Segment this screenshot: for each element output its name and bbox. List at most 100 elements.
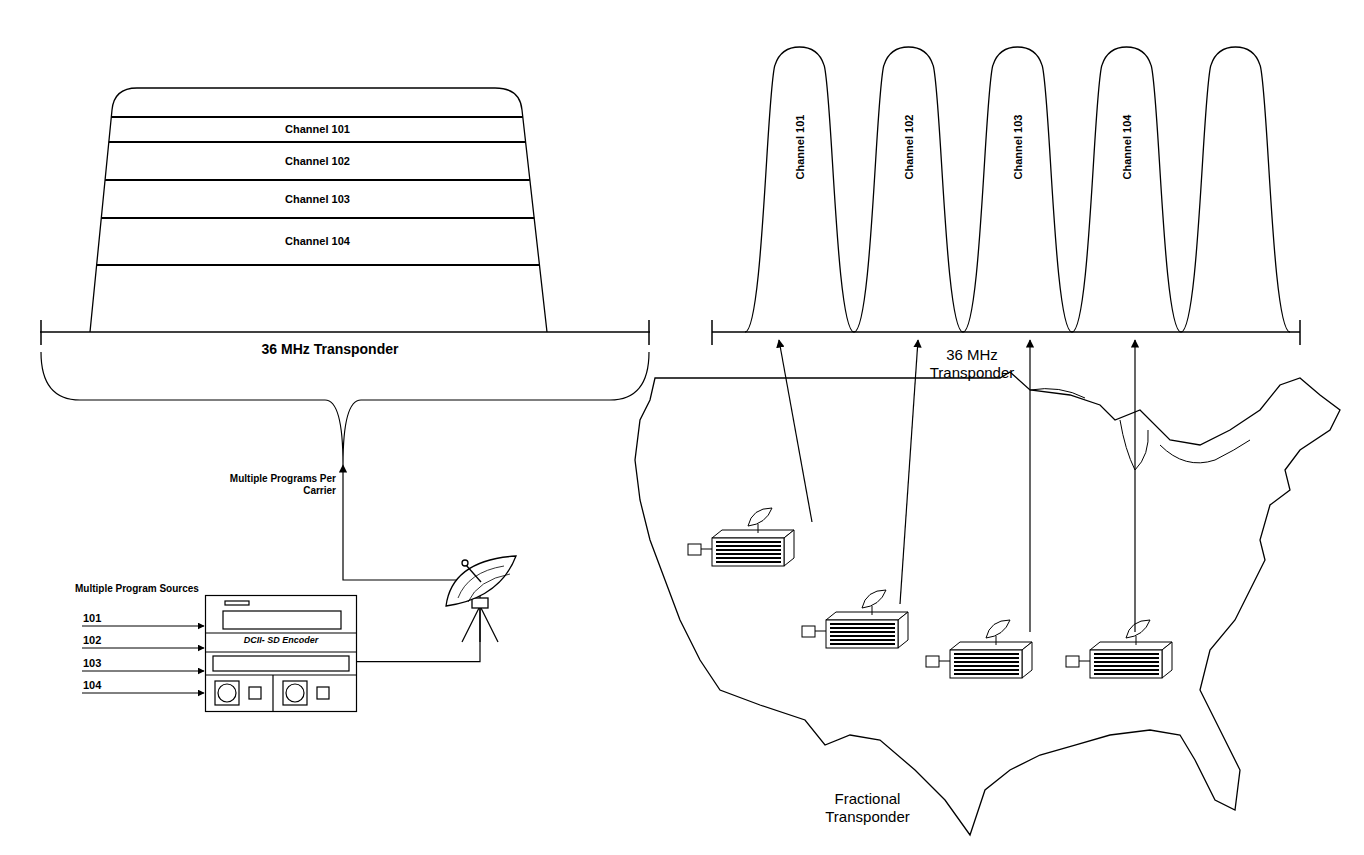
encoder-box: DCII- SD Encoder: [205, 595, 357, 712]
rack-front: [950, 650, 1022, 678]
control-box: [802, 626, 815, 637]
rack-stripe: [716, 561, 781, 563]
knob-plate: [283, 681, 307, 705]
channel-bell: Channel 102: [854, 47, 963, 332]
panel-line: [205, 674, 357, 675]
edge-label: Multiple Programs Per Carrier: [224, 473, 336, 497]
control-box: [926, 656, 939, 667]
input-arrow: [82, 693, 204, 694]
input-arrows: [82, 626, 204, 693]
caption-label: Fractional Transponder: [815, 790, 920, 826]
rack-front: [1090, 650, 1162, 678]
node-outline: [854, 47, 963, 332]
disc-slot: [223, 611, 341, 629]
great-lakes: [1030, 389, 1250, 470]
channel-bell: Channel 104: [1072, 47, 1181, 332]
bell-outline: [854, 47, 963, 332]
station-cable: [701, 549, 712, 550]
station-dish: [986, 620, 1010, 638]
input-arrow: [82, 626, 204, 627]
channel-label: Channel 102: [902, 115, 915, 180]
dish-leg: [479, 606, 480, 642]
rack-stripe: [1094, 669, 1159, 671]
node-outline: [745, 47, 854, 332]
node-outline: [40, 60, 650, 465]
rack-stripe: [830, 623, 895, 625]
us-map: [635, 372, 1340, 835]
rack-side: [898, 612, 908, 648]
brace: [41, 352, 649, 465]
rack-top: [826, 612, 908, 620]
channel-bell: Channel 103: [963, 47, 1072, 332]
encoder-body: [206, 596, 357, 712]
channel-band: Channel 101: [110, 117, 525, 142]
channel-label: Channel 104: [1120, 115, 1133, 180]
bell-outline: [1072, 47, 1181, 332]
rack-stripe: [830, 639, 895, 641]
channel-divider: [101, 217, 534, 219]
rack-stripe: [830, 627, 895, 629]
signal-connector: [343, 465, 480, 662]
baseline: [712, 331, 1300, 333]
drawer: [213, 656, 349, 671]
node-outline: [963, 47, 1072, 332]
channel-divider: [109, 141, 526, 143]
node-outline: [205, 595, 357, 712]
uplink-station: [688, 508, 794, 566]
dish-feed: [462, 560, 468, 566]
rack-front: [712, 538, 784, 566]
uplink-station: [926, 620, 1032, 678]
rack-side: [784, 530, 794, 566]
knob: [286, 684, 304, 702]
dish-post: [872, 606, 873, 615]
station-cable: [1079, 661, 1090, 662]
empty-channel-bell: [1181, 47, 1290, 332]
rack-stripe: [954, 665, 1019, 667]
node-outline: [1072, 47, 1181, 332]
rack-top: [712, 530, 794, 538]
rack-front: [826, 620, 898, 648]
channel-label: Channel 103: [1011, 115, 1024, 180]
rack-stripe: [954, 669, 1019, 671]
tick: [1299, 320, 1301, 345]
station-dish: [748, 508, 772, 526]
station-cable: [815, 631, 826, 632]
channel-label: Channel 101: [793, 115, 806, 180]
channel-label: Channel 103: [110, 193, 525, 206]
button: [249, 687, 261, 699]
channel-band: Channel 102: [110, 142, 525, 180]
rack-stripe: [716, 545, 781, 547]
panel-line: [272, 675, 273, 712]
source-number: 101: [83, 612, 101, 625]
channel-divider: [105, 179, 530, 181]
panel-line: [205, 651, 357, 652]
uplink-station: [802, 590, 908, 648]
rack-stripe: [954, 657, 1019, 659]
channel-bell: Channel 101: [745, 47, 854, 332]
channel-label: Channel 101: [110, 123, 525, 136]
node-outline: [40, 88, 650, 465]
source-number: 104: [83, 679, 101, 692]
station-dish: [1126, 620, 1150, 638]
dish-leg: [462, 606, 480, 642]
rack-stripe: [954, 661, 1019, 663]
rack-stripe: [716, 557, 781, 559]
encoder-label: DCII- SD Encoder: [207, 635, 355, 645]
dish-leg: [480, 606, 498, 642]
transponder-label: 36 MHz Transponder: [140, 341, 520, 357]
dish-feed-arm: [466, 565, 481, 582]
edge-group: [343, 465, 480, 662]
rack-stripe: [830, 631, 895, 633]
transponder-shape: Channel 101Channel 102Channel 103Channel…: [40, 60, 650, 465]
rack-stripe: [954, 653, 1019, 655]
uplink-arrow: [1029, 340, 1030, 632]
knob-plate: [215, 681, 239, 705]
uplink-arrow: [1134, 340, 1135, 632]
tick: [711, 320, 713, 345]
rack-stripe: [954, 673, 1019, 675]
station-cable: [939, 661, 950, 662]
dish-post: [1136, 636, 1137, 645]
